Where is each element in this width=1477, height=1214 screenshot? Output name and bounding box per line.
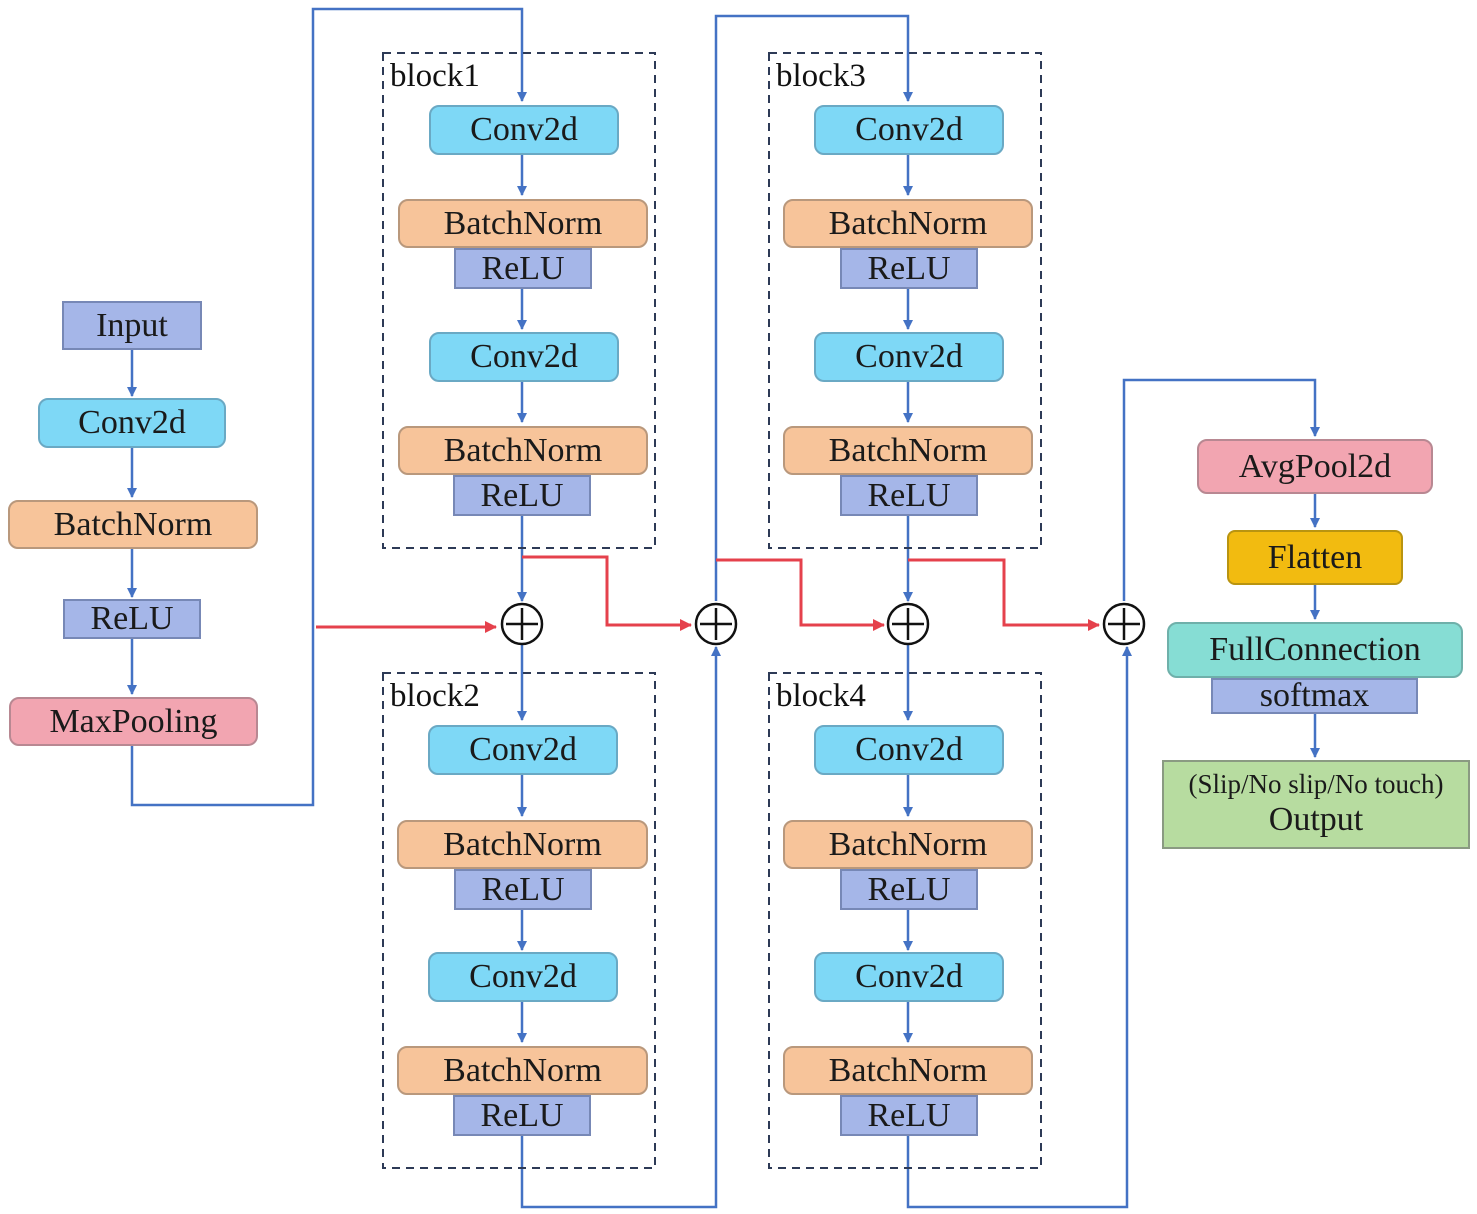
block3-frame	[768, 52, 1042, 549]
edge-add4-avgpool	[1122, 378, 1320, 601]
skip-add2-add3	[716, 558, 885, 631]
block1-batchnorm-2: BatchNorm	[398, 426, 648, 475]
add-node-4	[1102, 602, 1146, 646]
head-avgpool2d: AvgPool2d	[1197, 439, 1433, 494]
block1-relu-1: ReLU	[454, 248, 592, 289]
edge-block4-add4	[906, 646, 1132, 1209]
block3-conv2d-2: Conv2d	[814, 332, 1004, 382]
stem-conv2d: Conv2d	[38, 398, 226, 448]
block4-relu-1: ReLU	[840, 869, 978, 910]
block4-batchnorm-1: BatchNorm	[783, 820, 1033, 869]
block4-conv2d-2: Conv2d	[814, 952, 1004, 1002]
skip-add1-add2	[522, 555, 692, 631]
block1-batchnorm-1: BatchNorm	[398, 199, 648, 248]
block4-batchnorm-2: BatchNorm	[783, 1046, 1033, 1095]
block2-conv2d-1: Conv2d	[428, 725, 618, 775]
block4-label: block4	[776, 678, 866, 714]
block2-batchnorm-1: BatchNorm	[397, 820, 648, 869]
block2-label: block2	[390, 678, 480, 714]
block2-conv2d-2: Conv2d	[428, 952, 618, 1002]
edge-block2-add2	[520, 646, 721, 1209]
add-node-1	[500, 602, 544, 646]
block2-relu-1: ReLU	[454, 869, 592, 910]
head-fullconnection: FullConnection	[1167, 622, 1463, 678]
block1-conv2d-1: Conv2d	[429, 105, 619, 155]
stem-input: Input	[62, 301, 202, 350]
stem-maxpooling: MaxPooling	[9, 697, 258, 746]
block3-label: block3	[776, 58, 866, 94]
edge-pool-block1	[130, 7, 527, 807]
edge-add2-block3	[714, 14, 913, 601]
add-node-2	[694, 602, 738, 646]
block3-conv2d-1: Conv2d	[814, 105, 1004, 155]
output-label: Output	[1268, 801, 1364, 839]
head-output: (Slip/No slip/No touch) Output	[1162, 760, 1470, 849]
block1-relu-2: ReLU	[453, 475, 591, 516]
block1-frame	[382, 52, 656, 549]
block4-frame	[768, 672, 1042, 1169]
add-node-3	[886, 602, 930, 646]
block1-label: block1	[390, 58, 480, 94]
skip-add3-add4	[908, 558, 1100, 631]
block3-relu-1: ReLU	[840, 248, 978, 289]
head-flatten: Flatten	[1227, 530, 1403, 585]
block3-batchnorm-1: BatchNorm	[783, 199, 1033, 248]
block4-relu-2: ReLU	[840, 1095, 978, 1136]
block3-relu-2: ReLU	[840, 475, 978, 516]
stem-relu: ReLU	[63, 599, 201, 639]
block2-frame	[382, 672, 656, 1169]
block2-relu-2: ReLU	[453, 1095, 591, 1136]
stem-batchnorm: BatchNorm	[8, 500, 258, 549]
head-softmax: softmax	[1211, 677, 1418, 714]
block2-batchnorm-2: BatchNorm	[397, 1046, 648, 1095]
block3-batchnorm-2: BatchNorm	[783, 426, 1033, 475]
block1-conv2d-2: Conv2d	[429, 332, 619, 382]
output-classes: (Slip/No slip/No touch)	[1188, 769, 1444, 800]
block4-conv2d-1: Conv2d	[814, 725, 1004, 775]
